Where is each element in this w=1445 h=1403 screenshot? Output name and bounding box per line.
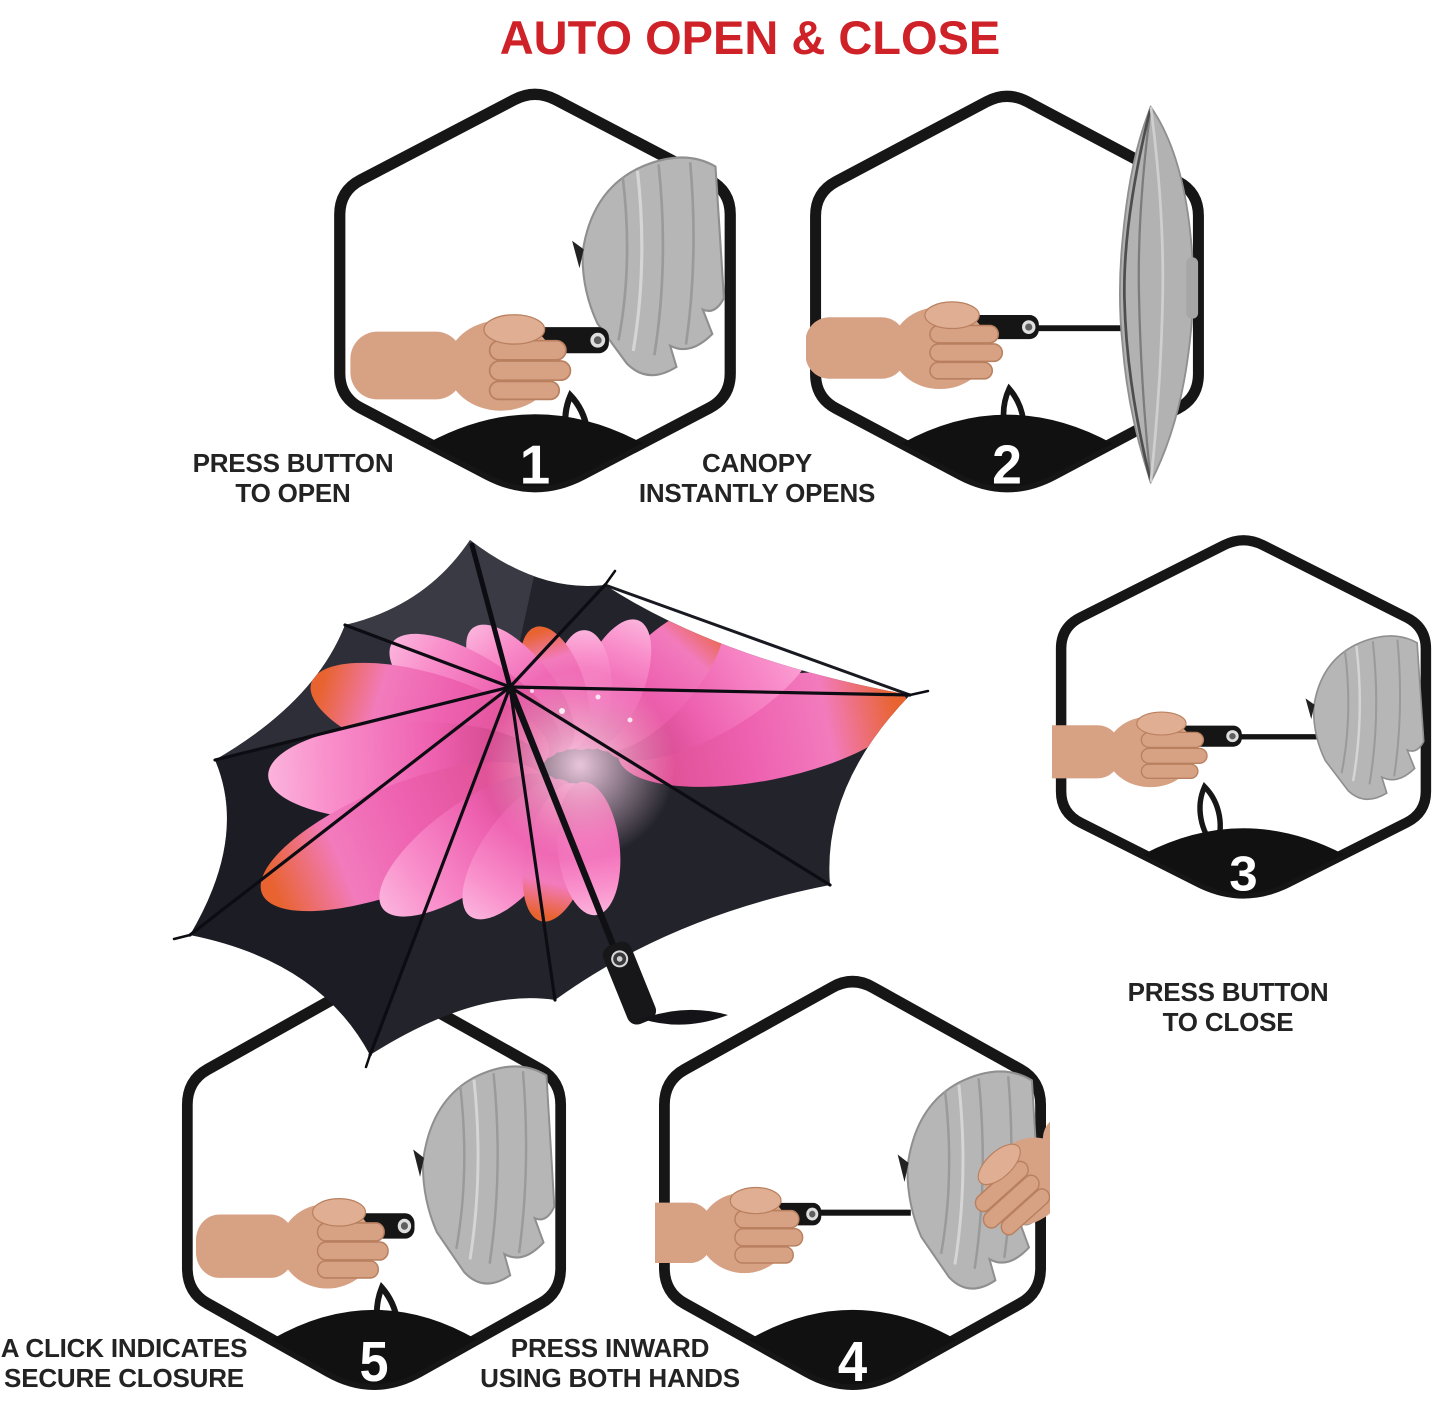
hand-pressing-button-collapsing-umbrella-icon: [1052, 634, 1425, 849]
open-umbrella-pink-flower-underside-image: [172, 540, 930, 1069]
page-title: AUTO OPEN & CLOSE: [499, 11, 1001, 64]
step-number: 2: [992, 435, 1022, 496]
step-number: 3: [1229, 845, 1257, 901]
step-number: 1: [520, 433, 550, 495]
step-1-caption: PRESS BUTTON TO OPEN: [192, 448, 394, 508]
step-4-caption: PRESS INWARD USING BOTH HANDS: [480, 1333, 740, 1393]
open-umbrella-side-view-icon: [806, 105, 1200, 484]
step-3-hexagon: 3: [1052, 530, 1435, 901]
step-4-hexagon: 4: [655, 970, 1050, 1393]
step-1-hexagon: 1: [330, 83, 740, 495]
two-hands-compressing-umbrella-icon: [655, 1059, 1050, 1291]
step-5-caption: A CLICK INDICATES SECURE CLOSURE: [0, 1333, 248, 1393]
step-2-caption: CANOPY INSTANTLY OPENS: [638, 448, 876, 508]
umbrella-shaft-and-handle: [506, 685, 728, 1025]
step-5-hexagon: 5: [178, 970, 570, 1393]
wrist-strap: [642, 1009, 728, 1025]
step-number: 5: [359, 1330, 388, 1393]
step-number: 4: [838, 1330, 868, 1393]
umbrella-canopy: [190, 540, 911, 1055]
umbrella-ribs: [172, 542, 930, 1069]
step-3-caption: PRESS BUTTON TO CLOSE: [1127, 977, 1329, 1037]
flower-print: [260, 607, 908, 922]
step-2-hexagon: 2: [806, 85, 1208, 496]
